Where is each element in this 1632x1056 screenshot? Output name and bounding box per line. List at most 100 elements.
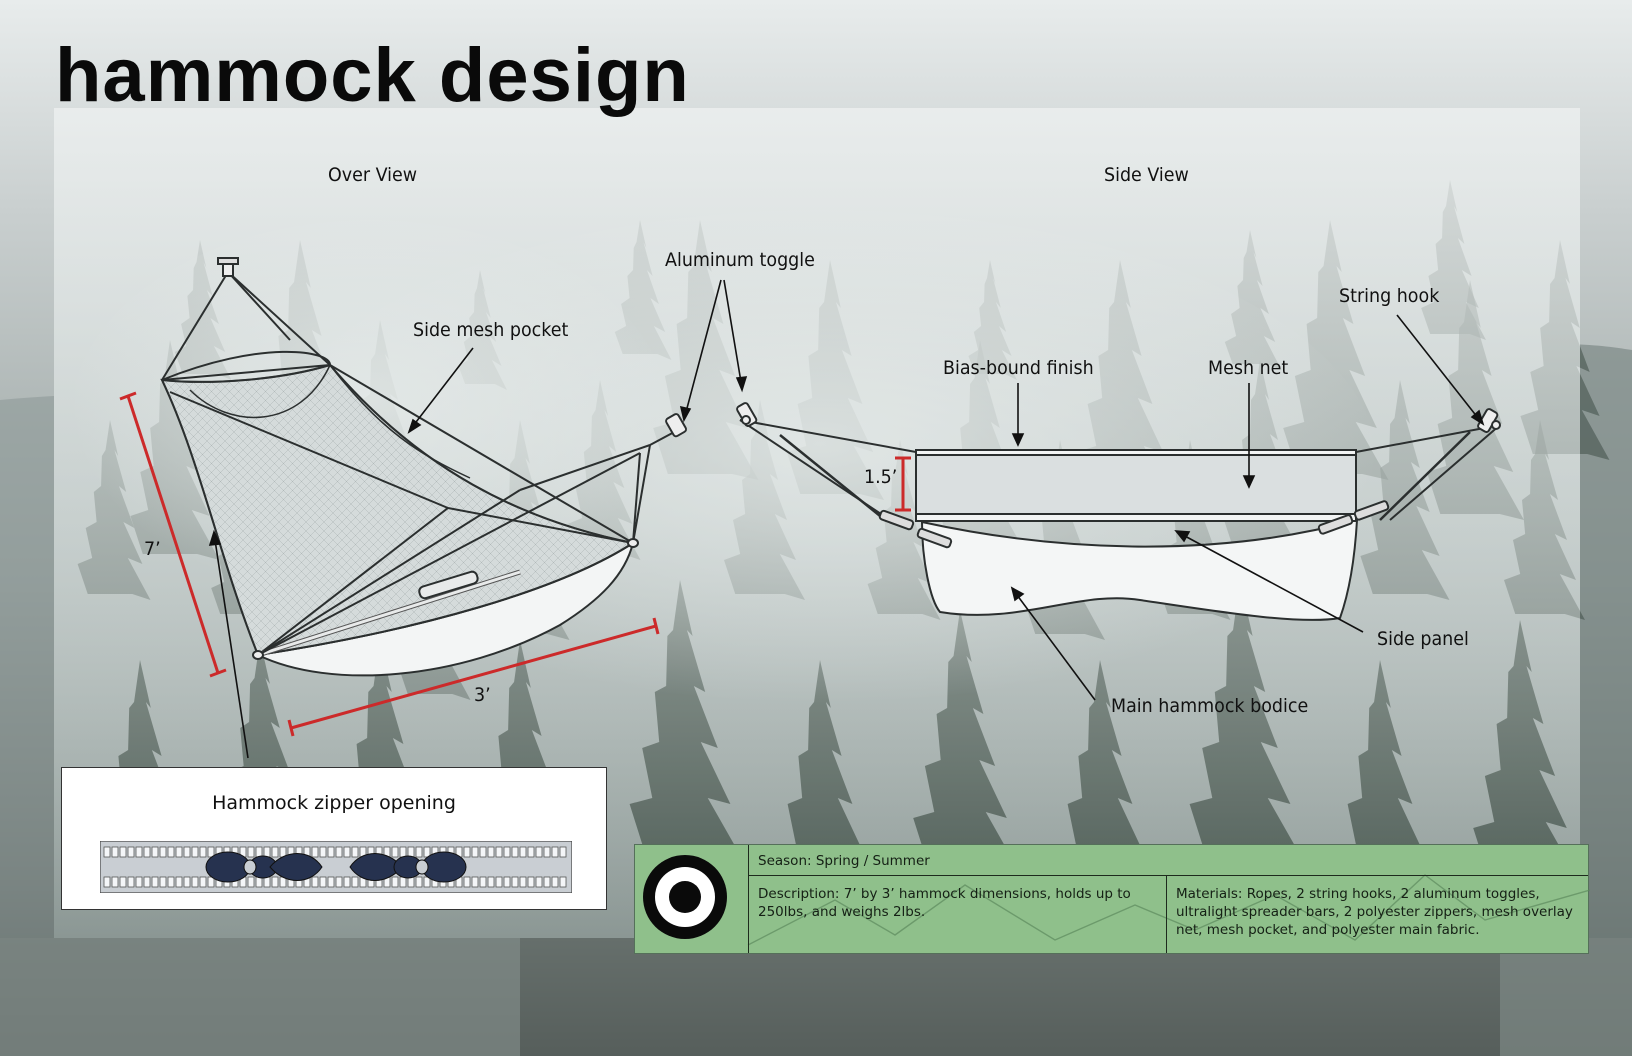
zipper-tooth bbox=[351, 846, 359, 858]
zipper-tooth bbox=[151, 846, 159, 858]
side-panel-label: Side panel bbox=[1377, 628, 1469, 650]
over-view-hammock bbox=[160, 257, 688, 677]
dimension-lines-over bbox=[119, 391, 660, 737]
zipper-tooth bbox=[159, 876, 167, 888]
zipper-tooth bbox=[519, 876, 527, 888]
zipper-tooth bbox=[255, 876, 263, 888]
zipper-tooth bbox=[159, 846, 167, 858]
zipper-tooth bbox=[103, 846, 111, 858]
side-mesh-pocket-label: Side mesh pocket bbox=[413, 319, 569, 341]
zipper-tooth bbox=[543, 876, 551, 888]
zipper-tooth bbox=[511, 876, 519, 888]
zipper-tooth bbox=[135, 846, 143, 858]
zipper-tooth bbox=[319, 876, 327, 888]
zipper-tooth bbox=[471, 876, 479, 888]
page-title: hammock design bbox=[55, 33, 690, 118]
zipper-tooth bbox=[111, 846, 119, 858]
zipper-tooth bbox=[399, 876, 407, 888]
zipper-tooth bbox=[519, 846, 527, 858]
zipper-tooth bbox=[407, 876, 415, 888]
zipper-pull-right-icon bbox=[349, 851, 467, 883]
width-dimension-label: 3’ bbox=[474, 684, 491, 706]
bias-bound-finish-label: Bias-bound finish bbox=[943, 357, 1094, 379]
zipper-tooth bbox=[191, 876, 199, 888]
zipper-tooth bbox=[551, 846, 559, 858]
zipper-tooth bbox=[391, 846, 399, 858]
zipper-tooth bbox=[143, 876, 151, 888]
length-dimension-label: 7’ bbox=[144, 538, 161, 560]
zipper-tooth bbox=[167, 876, 175, 888]
zipper-tooth bbox=[343, 846, 351, 858]
zipper-tooth bbox=[175, 876, 183, 888]
mesh-net-label: Mesh net bbox=[1208, 357, 1289, 379]
zipper-tooth bbox=[151, 876, 159, 888]
zipper-tooth bbox=[351, 876, 359, 888]
main-hammock-bodice-label: Main hammock bodice bbox=[1111, 695, 1309, 717]
zipper-tooth bbox=[535, 846, 543, 858]
zipper-tooth bbox=[495, 876, 503, 888]
materials-cell: Materials: Ropes, 2 string hooks, 2 alum… bbox=[1166, 875, 1588, 953]
zipper-tooth bbox=[271, 876, 279, 888]
height-dimension-label: 1.5’ bbox=[864, 466, 898, 488]
zipper-tooth bbox=[335, 846, 343, 858]
zipper-tooth bbox=[119, 846, 127, 858]
zipper-tooth bbox=[343, 876, 351, 888]
zipper-tooth bbox=[143, 846, 151, 858]
zipper-tooth bbox=[559, 846, 567, 858]
zipper-tooth bbox=[335, 876, 343, 888]
aluminum-toggle-label: Aluminum toggle bbox=[665, 249, 815, 271]
zipper-tooth bbox=[463, 876, 471, 888]
zipper-box-title: Hammock zipper opening bbox=[212, 792, 456, 814]
over-view-heading: Over View bbox=[328, 164, 418, 186]
season-text: Season: Spring / Summer bbox=[758, 853, 930, 869]
zipper-tooth bbox=[503, 846, 511, 858]
zipper-tooth bbox=[543, 846, 551, 858]
zipper-tooth bbox=[263, 846, 271, 858]
info-panel-mountains bbox=[747, 874, 1590, 946]
zipper-tooth bbox=[111, 876, 119, 888]
side-view-heading: Side View bbox=[1104, 164, 1189, 186]
zipper-tooth bbox=[551, 876, 559, 888]
zipper-tooth bbox=[247, 876, 255, 888]
materials-text: Materials: Ropes, 2 string hooks, 2 alum… bbox=[1176, 886, 1573, 938]
zipper-tooth bbox=[559, 876, 567, 888]
callout-arrows bbox=[208, 279, 1485, 759]
zipper-tooth bbox=[479, 846, 487, 858]
zipper-tooth bbox=[167, 846, 175, 858]
zipper-detail-box: Hammock zipper opening bbox=[61, 767, 607, 910]
zipper-tooth bbox=[511, 846, 519, 858]
zipper-tooth bbox=[247, 846, 255, 858]
zipper-tooth bbox=[183, 846, 191, 858]
zipper-tooth bbox=[199, 876, 207, 888]
zipper-tooth bbox=[311, 846, 319, 858]
zipper-tooth bbox=[263, 876, 271, 888]
zipper-tooth bbox=[391, 876, 399, 888]
zipper-tooth bbox=[183, 876, 191, 888]
side-view-hammock bbox=[736, 402, 1501, 621]
zipper-tooth bbox=[471, 846, 479, 858]
zipper-tooth bbox=[503, 876, 511, 888]
dimension-line-height bbox=[895, 456, 911, 512]
zipper-tooth bbox=[199, 846, 207, 858]
season-row: Season: Spring / Summer bbox=[748, 845, 1588, 876]
zipper-tooth bbox=[255, 846, 263, 858]
zipper-tooth bbox=[407, 846, 415, 858]
zipper-tooth bbox=[127, 876, 135, 888]
zipper-pull-left-icon bbox=[205, 851, 323, 883]
zipper-tooth bbox=[487, 876, 495, 888]
zipper-tooth bbox=[479, 876, 487, 888]
zipper-tooth bbox=[103, 876, 111, 888]
zipper-tooth bbox=[399, 846, 407, 858]
zipper-tooth bbox=[327, 846, 335, 858]
zipper-illustration bbox=[100, 841, 572, 893]
zipper-tooth bbox=[415, 846, 423, 858]
description-cell: Description: 7’ by 3’ hammock dimensions… bbox=[748, 875, 1167, 953]
zipper-tooth bbox=[135, 876, 143, 888]
zipper-tooth bbox=[271, 846, 279, 858]
target-logo-icon bbox=[635, 845, 749, 953]
zipper-tooth bbox=[327, 876, 335, 888]
description-text: Description: 7’ by 3’ hammock dimensions… bbox=[758, 886, 1131, 920]
zipper-tooth bbox=[311, 876, 319, 888]
zipper-tooth bbox=[527, 876, 535, 888]
zipper-tooth bbox=[535, 876, 543, 888]
